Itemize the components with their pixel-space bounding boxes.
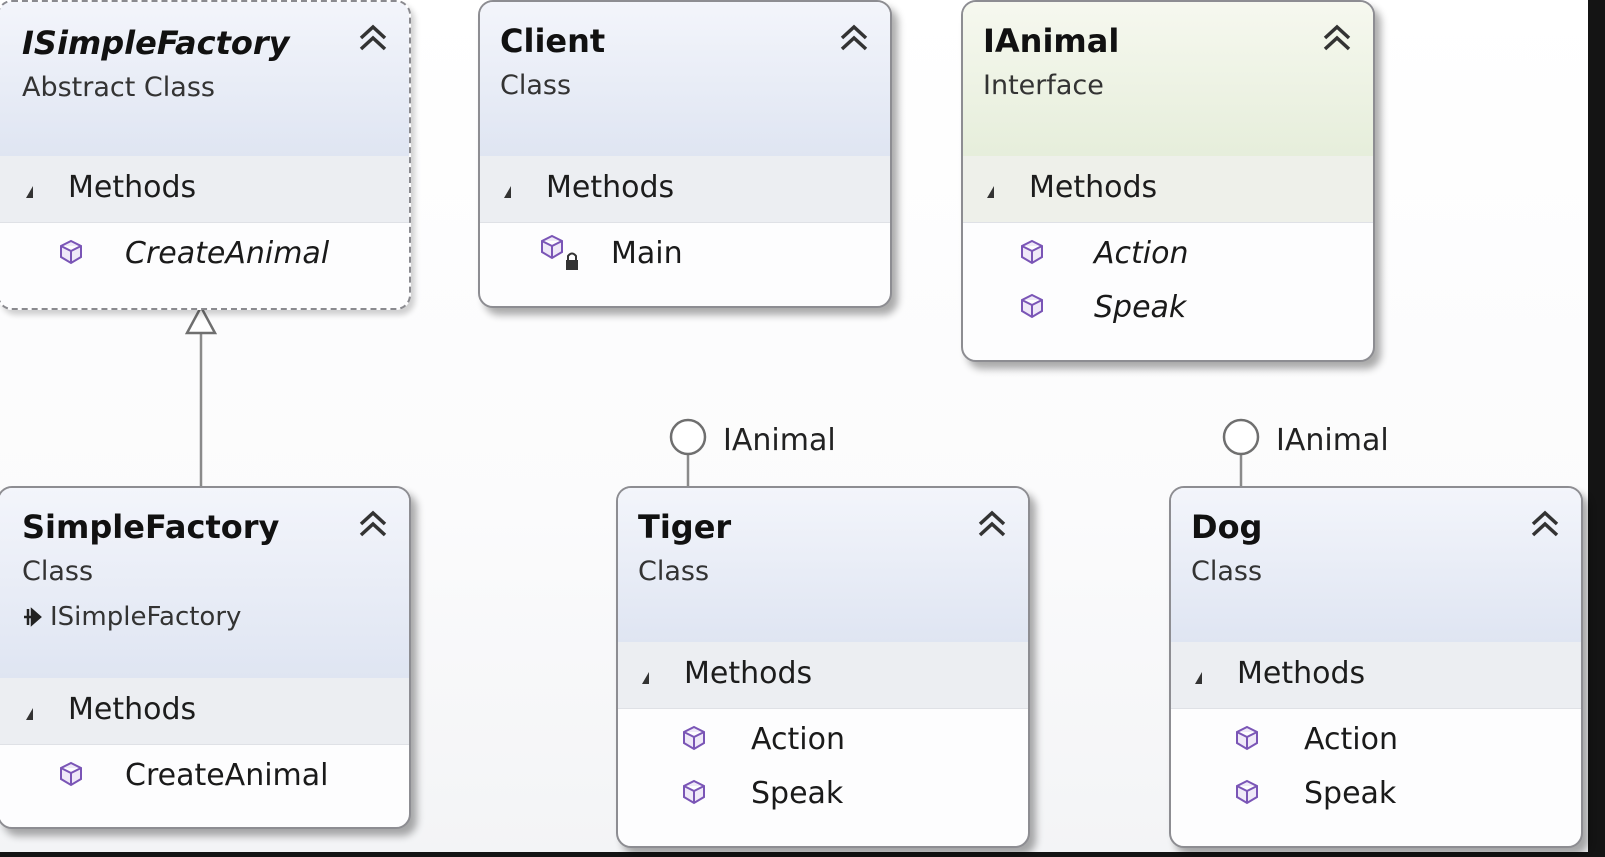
class-header: Tiger Class: [618, 488, 1028, 643]
collapse-chevron-icon[interactable]: [976, 508, 1008, 538]
section-label: Methods: [684, 656, 813, 691]
method-row[interactable]: CreateAnimal: [0, 750, 409, 802]
methods-section-header[interactable]: Methods: [618, 642, 1028, 709]
interface-lollipop-icon: [1222, 418, 1260, 456]
collapse-chevron-icon[interactable]: [1321, 22, 1353, 52]
method-cube-icon: [1021, 239, 1043, 265]
section-label: Methods: [1237, 656, 1366, 691]
method-row[interactable]: Main: [480, 228, 890, 280]
method-cube-icon: [683, 725, 705, 751]
private-method-lock-icon: [541, 234, 578, 270]
method-row[interactable]: Action: [1171, 714, 1581, 766]
dog-implements-label: IAnimal: [1276, 423, 1389, 458]
inheritance-arrow-icon: [24, 607, 42, 627]
expand-triangle-icon: [26, 708, 33, 720]
expand-triangle-icon: [642, 672, 649, 684]
class-kind: Class: [638, 556, 710, 587]
class-box-simplefactory[interactable]: SimpleFactory Class ISimpleFactory Metho…: [0, 486, 411, 829]
methods-section-header[interactable]: Methods: [480, 156, 890, 223]
methods-section-header[interactable]: Methods: [1171, 642, 1581, 709]
class-title: Client: [500, 22, 606, 60]
video-frame-edge-bottom: [0, 852, 1605, 857]
method-cube-icon: [1236, 725, 1258, 751]
interface-title: IAnimal: [983, 22, 1120, 60]
expand-triangle-icon: [987, 186, 994, 198]
tiger-implements-label: IAnimal: [723, 423, 836, 458]
interface-header: IAnimal Interface: [963, 2, 1373, 157]
method-row[interactable]: Speak: [1171, 768, 1581, 820]
class-kind: Class: [22, 556, 94, 587]
method-row[interactable]: CreateAnimal: [0, 228, 409, 280]
class-kind: Class: [500, 70, 572, 101]
section-label: Methods: [68, 692, 197, 727]
method-name: Action: [751, 722, 845, 757]
method-cube-icon: [60, 761, 82, 787]
collapse-chevron-icon[interactable]: [1529, 508, 1561, 538]
collapse-chevron-icon[interactable]: [838, 22, 870, 52]
class-header: Dog Class: [1171, 488, 1581, 643]
method-row[interactable]: Speak: [618, 768, 1028, 820]
method-cube-icon: [683, 779, 705, 805]
video-frame-edge-right: [1588, 0, 1605, 857]
class-title: ISimpleFactory: [22, 24, 290, 62]
methods-section-header[interactable]: Methods: [963, 156, 1373, 223]
collapse-chevron-icon[interactable]: [357, 508, 389, 538]
interface-box-ianimal[interactable]: IAnimal Interface Methods Action Speak: [961, 0, 1375, 362]
class-box-dog[interactable]: Dog Class Methods Action Speak: [1169, 486, 1583, 848]
method-name: CreateAnimal: [125, 236, 330, 271]
methods-section-header[interactable]: Methods: [0, 156, 409, 223]
method-name: Speak: [751, 776, 844, 811]
method-name: Speak: [1304, 776, 1397, 811]
interface-kind: Interface: [983, 70, 1104, 101]
expand-triangle-icon: [504, 186, 511, 198]
method-name: Speak: [1094, 290, 1187, 325]
class-kind: Abstract Class: [22, 72, 215, 103]
class-box-isimplefactory[interactable]: ISimpleFactory Abstract Class Methods Cr…: [0, 0, 411, 310]
class-box-client[interactable]: Client Class Methods Main: [478, 0, 892, 308]
inherits-name: ISimpleFactory: [50, 602, 242, 632]
class-header: Client Class: [480, 2, 890, 157]
class-kind: Class: [1191, 556, 1263, 587]
class-box-tiger[interactable]: Tiger Class Methods Action Speak: [616, 486, 1030, 848]
class-title: SimpleFactory: [22, 508, 280, 546]
section-label: Methods: [68, 170, 197, 205]
method-row[interactable]: Speak: [963, 282, 1373, 334]
method-name: Action: [1304, 722, 1398, 757]
class-header: SimpleFactory Class ISimpleFactory: [0, 488, 409, 679]
method-name: Action: [1094, 236, 1189, 271]
collapse-chevron-icon[interactable]: [357, 22, 389, 52]
method-name: CreateAnimal: [125, 758, 329, 793]
methods-section-header[interactable]: Methods: [0, 678, 409, 745]
expand-triangle-icon: [1195, 672, 1202, 684]
method-cube-icon: [1236, 779, 1258, 805]
section-label: Methods: [1029, 170, 1158, 205]
section-label: Methods: [546, 170, 675, 205]
expand-triangle-icon: [26, 186, 33, 198]
method-row[interactable]: Action: [618, 714, 1028, 766]
inheritance-arrow-icon: [184, 304, 218, 335]
class-title: Dog: [1191, 508, 1263, 546]
class-header: ISimpleFactory Abstract Class: [0, 2, 409, 157]
class-title: Tiger: [638, 508, 732, 546]
method-name: Main: [611, 236, 683, 271]
method-cube-icon: [60, 239, 82, 265]
method-row[interactable]: Action: [963, 228, 1373, 280]
inheritance-line-text: ISimpleFactory: [22, 602, 241, 632]
method-cube-icon: [1021, 293, 1043, 319]
interface-lollipop-icon: [669, 418, 707, 456]
